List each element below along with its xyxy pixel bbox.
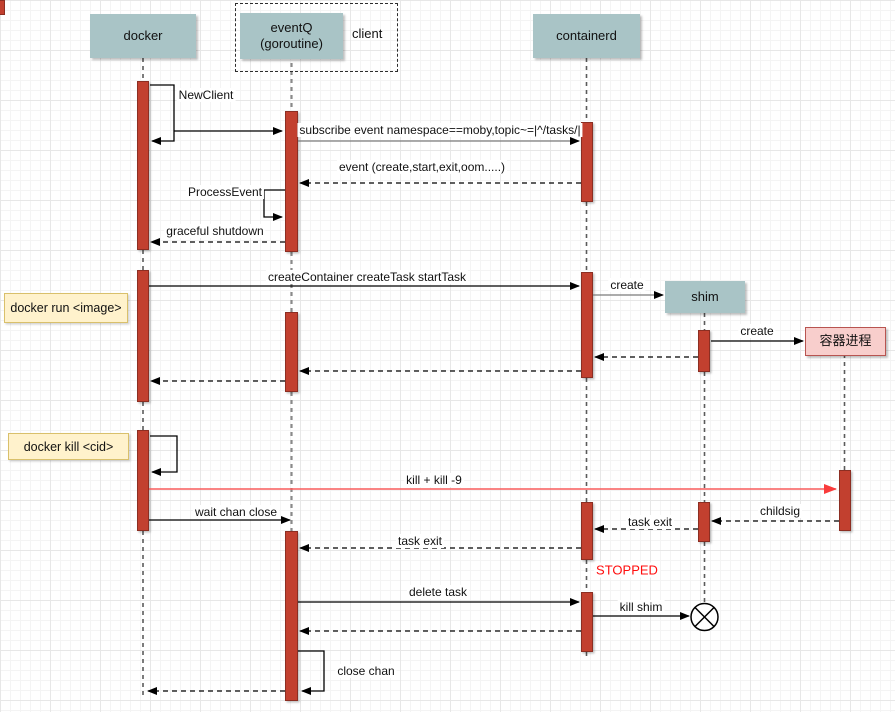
note-docker-kill: docker kill <cid> bbox=[8, 433, 129, 460]
label-close-chan: close chan bbox=[335, 664, 397, 678]
note-docker-run: docker run <image> bbox=[4, 293, 128, 323]
label-kill-shim: kill shim bbox=[617, 600, 665, 614]
actor-shim: shim bbox=[665, 281, 745, 313]
arrow-kill-self bbox=[150, 435, 178, 476]
label-createcontainer: createContainer createTask startTask bbox=[265, 270, 469, 284]
actor-eventq: eventQ(goroutine) bbox=[240, 13, 343, 59]
activation-shim-1 bbox=[698, 330, 710, 372]
actor-docker: docker bbox=[90, 14, 196, 58]
label-kill-signal: kill + kill -9 bbox=[404, 473, 464, 487]
label-newclient: NewClient bbox=[176, 88, 236, 102]
label-processevent: ProcessEvent bbox=[185, 185, 265, 199]
termination-icon bbox=[690, 602, 719, 632]
actor-containerd: containerd bbox=[533, 14, 640, 58]
client-group-label: client bbox=[352, 26, 383, 41]
clipped-shape bbox=[0, 0, 5, 15]
activation-eventq-2 bbox=[285, 312, 298, 392]
arrow-processevent-self bbox=[263, 189, 285, 221]
label-task-exit-eventq: task exit bbox=[395, 534, 445, 548]
actor-container-process: 容器进程 bbox=[805, 327, 886, 356]
label-subscribe-event: subscribe event namespace==moby,topic~=|… bbox=[297, 123, 583, 137]
label-delete-task: delete task bbox=[406, 585, 470, 599]
activation-docker-1 bbox=[137, 81, 149, 250]
activation-docker-2 bbox=[137, 270, 149, 402]
label-wait-chan-close: wait chan close bbox=[192, 505, 280, 519]
activation-shim-2 bbox=[698, 502, 710, 542]
client-group-frame bbox=[235, 3, 398, 72]
activation-container-process bbox=[839, 470, 851, 531]
activation-eventq-1 bbox=[285, 111, 298, 252]
activation-containerd-4 bbox=[581, 592, 593, 652]
activation-containerd-1 bbox=[581, 122, 593, 202]
label-childsig: childsig bbox=[757, 504, 803, 518]
label-graceful-shutdown: graceful shutdown bbox=[164, 224, 266, 238]
activation-docker-3 bbox=[137, 430, 149, 531]
activation-containerd-2 bbox=[581, 272, 593, 378]
label-create-process: create bbox=[738, 324, 776, 338]
label-task-exit-shim: task exit bbox=[625, 515, 675, 529]
label-create-shim: create bbox=[608, 278, 646, 292]
arrow-close-chan-self bbox=[298, 650, 325, 695]
arrow-newclient-self bbox=[150, 84, 175, 145]
activation-containerd-3 bbox=[581, 502, 593, 560]
label-event: event (create,start,exit,oom.....) bbox=[336, 160, 508, 174]
label-stopped-status: STOPPED bbox=[594, 562, 660, 578]
activation-eventq-3 bbox=[285, 531, 298, 701]
